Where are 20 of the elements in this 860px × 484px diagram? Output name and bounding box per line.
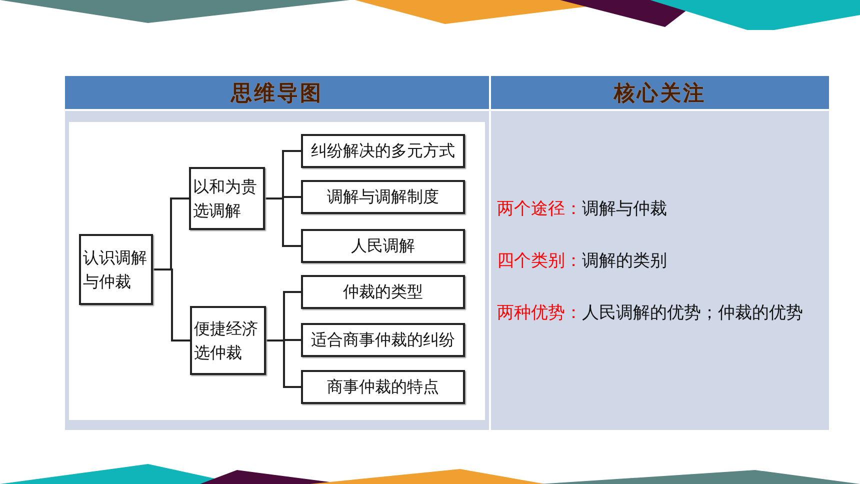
topic-box: 人民调解 bbox=[301, 229, 465, 263]
connector-line bbox=[153, 268, 190, 342]
column-heading: 思维导图 bbox=[231, 80, 323, 106]
topic-box: 商事仲裁的特点 bbox=[301, 370, 465, 404]
topic-box: 便捷经济选仲裁 bbox=[190, 306, 266, 375]
key-point-text: 调解与仲裁 bbox=[582, 199, 667, 219]
key-point-heading: 两种优势： bbox=[497, 303, 582, 323]
key-point-text: 人民调解的优势；仲裁的优势 bbox=[582, 303, 803, 323]
topic-box: 以和为贵选调解 bbox=[189, 167, 265, 230]
key-point-heading: 两个途径： bbox=[497, 199, 582, 219]
topic-box: 仲裁的类型 bbox=[301, 275, 465, 309]
topic-box: 认识调解与仲裁 bbox=[79, 234, 153, 305]
column-heading: 核心关注 bbox=[614, 80, 706, 106]
connector-line bbox=[266, 340, 301, 388]
topic-box: 适合商事仲裁的纠纷 bbox=[301, 323, 465, 357]
connector-line bbox=[265, 198, 301, 247]
topic-box: 调解与调解制度 bbox=[301, 180, 465, 214]
key-point-heading: 四个类别： bbox=[497, 251, 582, 271]
topic-box: 纠纷解决的多元方式 bbox=[301, 134, 465, 168]
key-point-text: 调解的类别 bbox=[582, 251, 667, 271]
